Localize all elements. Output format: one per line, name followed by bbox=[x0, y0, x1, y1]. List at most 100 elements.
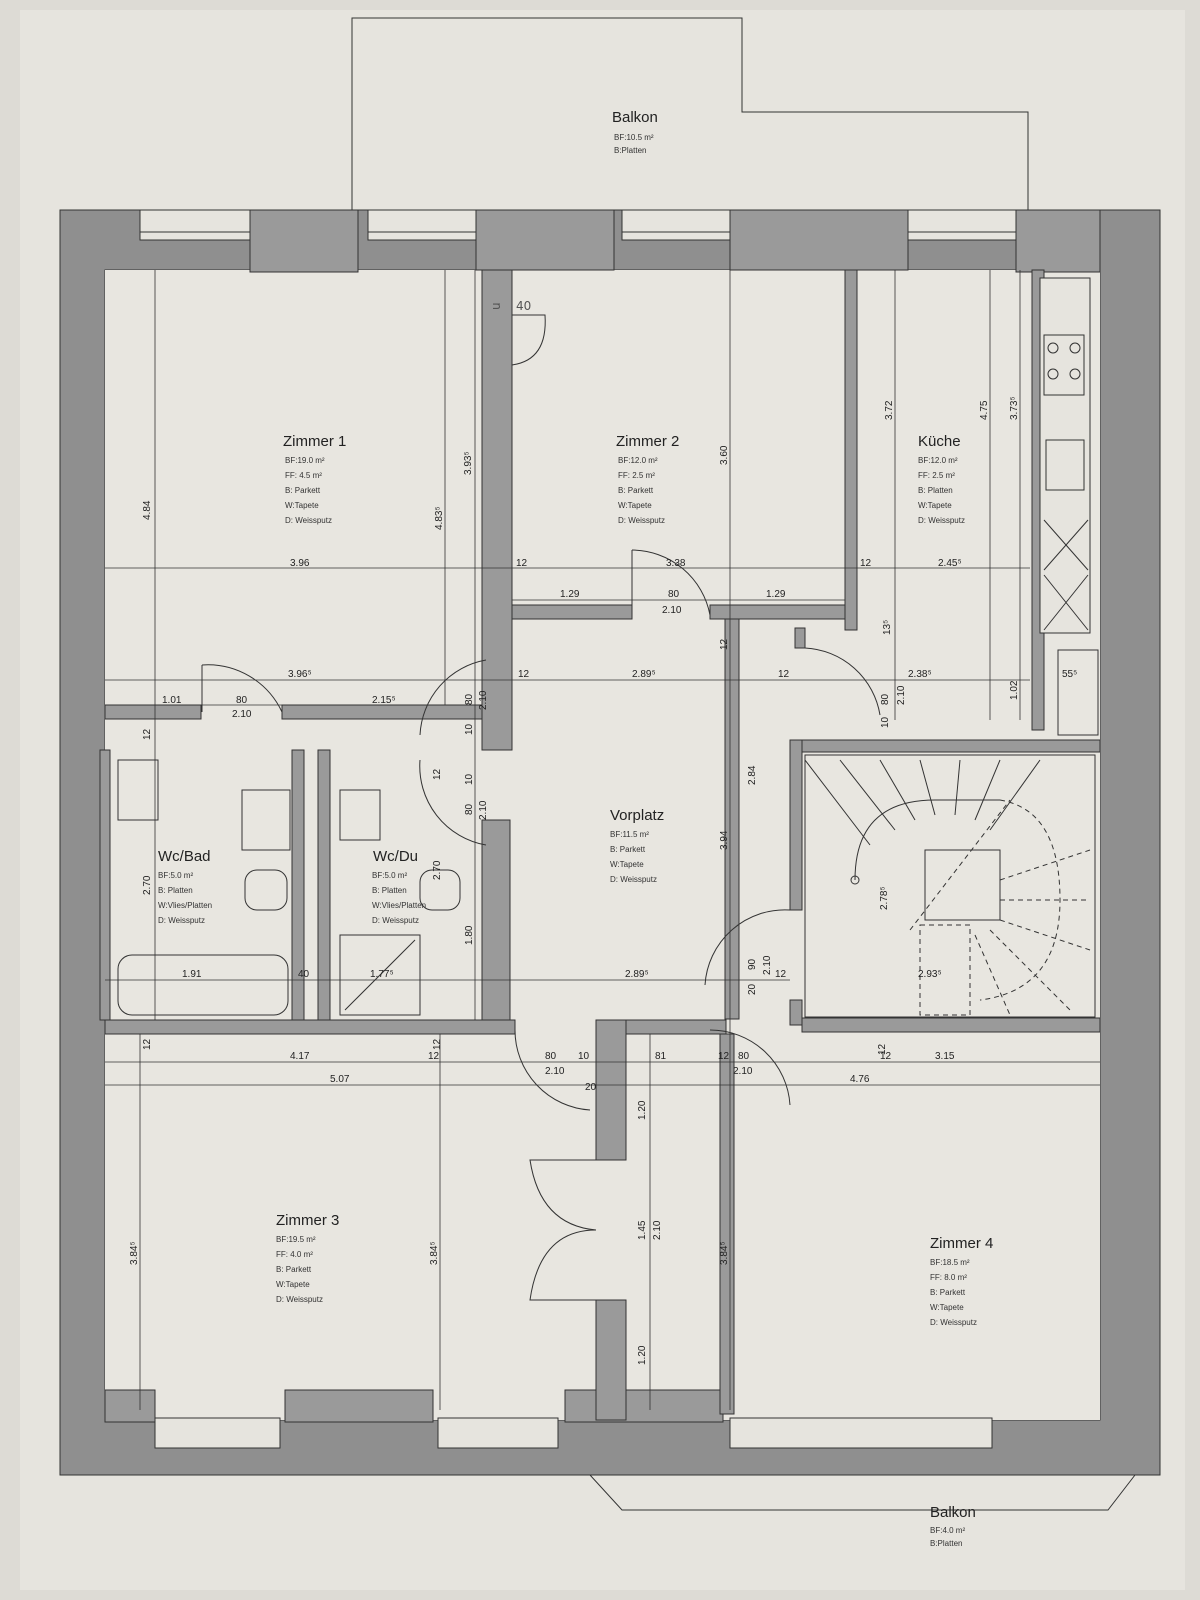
svg-text:B: Parkett: B: Parkett bbox=[930, 1288, 966, 1297]
svg-text:2.15⁵: 2.15⁵ bbox=[372, 695, 396, 706]
svg-text:W:Tapete: W:Tapete bbox=[285, 501, 319, 510]
top-windows bbox=[139, 209, 1101, 273]
svg-text:W:Tapete: W:Tapete bbox=[276, 1280, 310, 1289]
svg-text:Wc/Du: Wc/Du bbox=[373, 848, 418, 865]
svg-text:B: Parkett: B: Parkett bbox=[618, 486, 654, 495]
svg-text:1.29: 1.29 bbox=[766, 589, 786, 600]
svg-text:1.20: 1.20 bbox=[637, 1345, 648, 1365]
room-balkon-bottom: Balkon BF:4.0 m² B:Platten bbox=[930, 1504, 976, 1548]
svg-text:2.45⁵: 2.45⁵ bbox=[938, 558, 962, 569]
svg-text:FF: 4.5 m²: FF: 4.5 m² bbox=[285, 471, 322, 480]
svg-text:FF: 4.0 m²: FF: 4.0 m² bbox=[276, 1250, 313, 1259]
svg-text:BF:19.5 m²: BF:19.5 m² bbox=[276, 1235, 316, 1244]
svg-text:13⁵: 13⁵ bbox=[882, 620, 893, 635]
svg-text:W:Vlies/Platten: W:Vlies/Platten bbox=[158, 901, 212, 910]
svg-text:55⁵: 55⁵ bbox=[1062, 669, 1077, 680]
svg-text:Küche: Küche bbox=[918, 433, 961, 450]
svg-text:W:Tapete: W:Tapete bbox=[930, 1303, 964, 1312]
svg-text:3.15: 3.15 bbox=[935, 1051, 955, 1062]
svg-text:BF:4.0 m²: BF:4.0 m² bbox=[930, 1526, 965, 1535]
bottom-windows bbox=[104, 1389, 993, 1449]
svg-text:12: 12 bbox=[516, 558, 528, 569]
floor-area bbox=[105, 270, 1100, 1420]
svg-text:FF: 8.0 m²: FF: 8.0 m² bbox=[930, 1273, 967, 1282]
svg-text:12: 12 bbox=[518, 669, 530, 680]
svg-text:D: Weissputz: D: Weissputz bbox=[285, 516, 332, 525]
svg-text:FF: 2.5 m²: FF: 2.5 m² bbox=[918, 471, 955, 480]
dimension-labels: 3.96 3.38 2.45⁵ 12 12 1.29 80 2.10 1.29 … bbox=[129, 396, 1077, 1365]
svg-text:B: Platten: B: Platten bbox=[372, 886, 407, 895]
svg-text:3.38: 3.38 bbox=[666, 558, 686, 569]
svg-text:3.94: 3.94 bbox=[719, 830, 730, 850]
svg-text:Wc/Bad: Wc/Bad bbox=[158, 848, 211, 865]
svg-text:10: 10 bbox=[880, 716, 891, 728]
svg-text:1.91: 1.91 bbox=[182, 969, 202, 980]
svg-text:10: 10 bbox=[464, 773, 475, 785]
kitchen-cabinets bbox=[1039, 277, 1099, 736]
svg-text:D: Weissputz: D: Weissputz bbox=[918, 516, 965, 525]
svg-text:W:Vlies/Platten: W:Vlies/Platten bbox=[372, 901, 426, 910]
svg-text:80: 80 bbox=[236, 695, 248, 706]
svg-text:BF:12.0 m²: BF:12.0 m² bbox=[918, 456, 958, 465]
svg-text:BF:19.0 m²: BF:19.0 m² bbox=[285, 456, 325, 465]
svg-text:D: Weissputz: D: Weissputz bbox=[610, 875, 657, 884]
svg-text:u: u bbox=[489, 302, 503, 310]
svg-text:12: 12 bbox=[880, 1051, 892, 1062]
svg-text:2.10: 2.10 bbox=[662, 605, 682, 616]
svg-text:80: 80 bbox=[738, 1051, 750, 1062]
svg-text:4.84: 4.84 bbox=[142, 500, 153, 520]
svg-text:1.45: 1.45 bbox=[637, 1220, 648, 1240]
svg-text:1.80: 1.80 bbox=[464, 925, 475, 945]
svg-text:4.83⁵: 4.83⁵ bbox=[434, 506, 445, 530]
svg-text:1.02: 1.02 bbox=[1009, 680, 1020, 700]
svg-text:3.73⁵: 3.73⁵ bbox=[1009, 396, 1020, 420]
svg-text:2.10: 2.10 bbox=[478, 690, 489, 710]
svg-text:20: 20 bbox=[747, 983, 758, 995]
svg-text:4.76: 4.76 bbox=[850, 1074, 870, 1085]
svg-text:12: 12 bbox=[860, 558, 872, 569]
svg-text:12: 12 bbox=[432, 1038, 443, 1050]
svg-text:3.84⁵: 3.84⁵ bbox=[719, 1241, 730, 1265]
room-wc-du: Wc/Du BF:5.0 m² B: Platten W:Vlies/Platt… bbox=[372, 848, 426, 925]
svg-text:12: 12 bbox=[775, 969, 787, 980]
svg-text:Zimmer 4: Zimmer 4 bbox=[930, 1235, 993, 1252]
svg-text:3.93⁵: 3.93⁵ bbox=[463, 451, 474, 475]
svg-text:81: 81 bbox=[655, 1051, 667, 1062]
svg-text:80: 80 bbox=[880, 693, 891, 705]
room-wc-bad: Wc/Bad BF:5.0 m² B: Platten W:Vlies/Plat… bbox=[158, 848, 212, 925]
svg-text:10: 10 bbox=[578, 1051, 590, 1062]
svg-text:2.10: 2.10 bbox=[762, 955, 773, 975]
svg-text:12: 12 bbox=[142, 1038, 153, 1050]
svg-text:2.70: 2.70 bbox=[432, 860, 443, 880]
svg-text:80: 80 bbox=[464, 803, 475, 815]
svg-text:Vorplatz: Vorplatz bbox=[610, 807, 664, 824]
svg-text:2.89⁵: 2.89⁵ bbox=[632, 669, 656, 680]
svg-text:10: 10 bbox=[464, 723, 475, 735]
svg-text:BF:12.0 m²: BF:12.0 m² bbox=[618, 456, 658, 465]
svg-text:80: 80 bbox=[668, 589, 680, 600]
balcony-top bbox=[351, 17, 1029, 215]
svg-text:2.10: 2.10 bbox=[652, 1220, 663, 1240]
svg-text:BF:5.0 m²: BF:5.0 m² bbox=[372, 871, 407, 880]
interior-walls bbox=[99, 269, 1101, 1421]
svg-text:90: 90 bbox=[747, 958, 758, 970]
svg-text:BF:10.5 m²: BF:10.5 m² bbox=[614, 133, 654, 142]
svg-text:2.89⁵: 2.89⁵ bbox=[625, 969, 649, 980]
svg-text:3.60: 3.60 bbox=[719, 445, 730, 465]
svg-text:BF:11.5 m²: BF:11.5 m² bbox=[610, 830, 649, 839]
room-vorplatz: Vorplatz BF:11.5 m² B: Parkett W:Tapete … bbox=[610, 807, 664, 884]
svg-text:12: 12 bbox=[432, 768, 443, 780]
room-kueche: Küche BF:12.0 m² FF: 2.5 m² B: Platten W… bbox=[918, 433, 965, 525]
svg-text:12: 12 bbox=[719, 638, 730, 650]
room-zimmer-1: Zimmer 1 BF:19.0 m² FF: 4.5 m² B: Parket… bbox=[283, 433, 346, 525]
svg-text:D: Weissputz: D: Weissputz bbox=[372, 916, 419, 925]
svg-text:2.10: 2.10 bbox=[545, 1066, 565, 1077]
svg-text:B: Parkett: B: Parkett bbox=[285, 486, 321, 495]
door-swings bbox=[201, 314, 881, 1301]
svg-text:Balkon: Balkon bbox=[612, 109, 658, 126]
svg-text:D: Weissputz: D: Weissputz bbox=[930, 1318, 977, 1327]
svg-text:2.93⁵: 2.93⁵ bbox=[918, 969, 942, 980]
balcony-bottom bbox=[589, 1474, 1136, 1511]
dimension-lines bbox=[105, 270, 1100, 1410]
